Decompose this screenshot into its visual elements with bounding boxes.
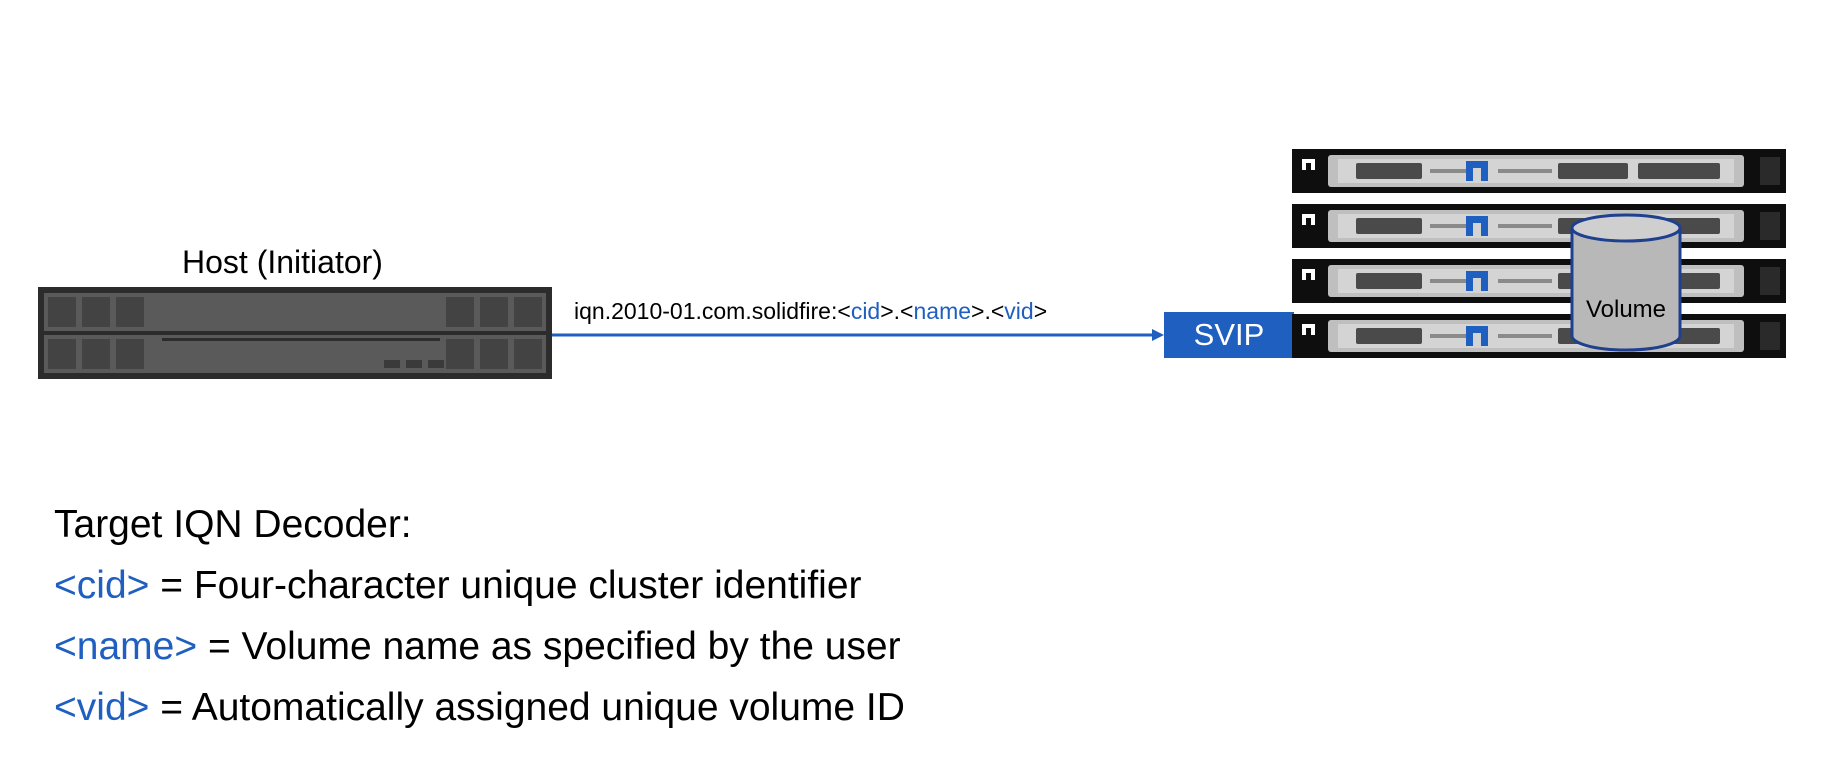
iqn-vid: vid [1004,298,1034,324]
vent-grille [1498,279,1552,283]
vent-grille [1498,224,1552,228]
vent-grille [1430,334,1484,338]
decoder-description: = Automatically assigned unique volume I… [149,686,905,729]
drive-slot [1558,163,1628,179]
vent-grille [1430,224,1484,228]
drive-bay [480,339,508,369]
iqn-name: name [913,298,972,324]
drive-bay [82,297,110,327]
drive-bay [514,339,542,369]
host-slot [162,338,440,341]
drive-bay [48,297,76,327]
netapp-badge-icon [1302,324,1315,335]
decoder-token: <vid> [54,686,150,729]
storage-node [1292,314,1786,358]
drive-bay [82,339,110,369]
storage-node [1292,149,1786,193]
drive-bay [446,339,474,369]
vent-grille [1430,169,1484,173]
host-server [38,287,552,379]
volume-body [1570,228,1682,352]
node-handle [1760,322,1780,350]
vent-grille [1430,279,1484,283]
node-inner [1338,159,1734,183]
iqn-cid: cid [850,298,881,324]
drive-slot [1356,218,1422,234]
drive-bay [446,297,474,327]
host-indicator [428,360,444,368]
vent-grille [1498,169,1552,173]
host-unit-bottom [44,335,546,373]
decoder-item-name: <name> = Volume name as specified by the… [54,625,901,669]
decoder-token: <name> [54,625,198,668]
netapp-badge-icon [1302,269,1315,280]
drive-slot [1356,163,1422,179]
iqn-prefix: iqn.2010-01.com.solidfire:< [574,298,851,324]
arrow-head [1152,329,1164,341]
iqn-separator: >.< [971,298,1005,324]
node-handle [1760,157,1780,185]
drive-slot [1356,273,1422,289]
iqn-suffix: > [1033,298,1048,324]
vent-grille [1498,334,1552,338]
decoder-item-vid: <vid> = Automatically assigned unique vo… [54,686,905,730]
netapp-logo-icon [1466,161,1488,181]
volume-top [1570,213,1682,243]
drive-bay [514,297,542,327]
iqn-label: iqn.2010-01.com.solidfire:<cid>.<name>.<… [574,298,1047,325]
decoder-title: Target IQN Decoder: [54,503,412,546]
host-indicator [384,360,400,368]
node-handle [1760,267,1780,295]
storage-node [1292,259,1786,303]
volume-label: Volume [1585,296,1667,323]
decoder-item-cid: <cid> = Four-character unique cluster id… [54,564,862,608]
drive-slot [1356,328,1422,344]
drive-bay [116,297,144,327]
drive-bay [116,339,144,369]
svip-label: SVIP [1193,317,1265,352]
drive-bay [48,339,76,369]
decoder-description: = Four-character unique cluster identifi… [149,564,862,607]
node-handle [1760,212,1780,240]
node-bezel [1328,155,1744,187]
netapp-logo-icon [1466,271,1488,291]
host-title: Host (Initiator) [182,244,383,280]
netapp-badge-icon [1302,159,1315,170]
host-unit-top [44,293,546,331]
netapp-logo-icon [1466,216,1488,236]
svip-box: SVIP [1164,312,1294,358]
drive-slot [1638,163,1720,179]
storage-node [1292,204,1786,248]
host-indicator [406,360,422,368]
decoder-description: = Volume name as specified by the user [197,625,901,668]
decoder-token: <cid> [54,564,150,607]
iqn-separator: >.< [880,298,914,324]
volume-cylinder [1570,213,1682,352]
netapp-logo-icon [1466,326,1488,346]
drive-bay [480,297,508,327]
netapp-badge-icon [1302,214,1315,225]
